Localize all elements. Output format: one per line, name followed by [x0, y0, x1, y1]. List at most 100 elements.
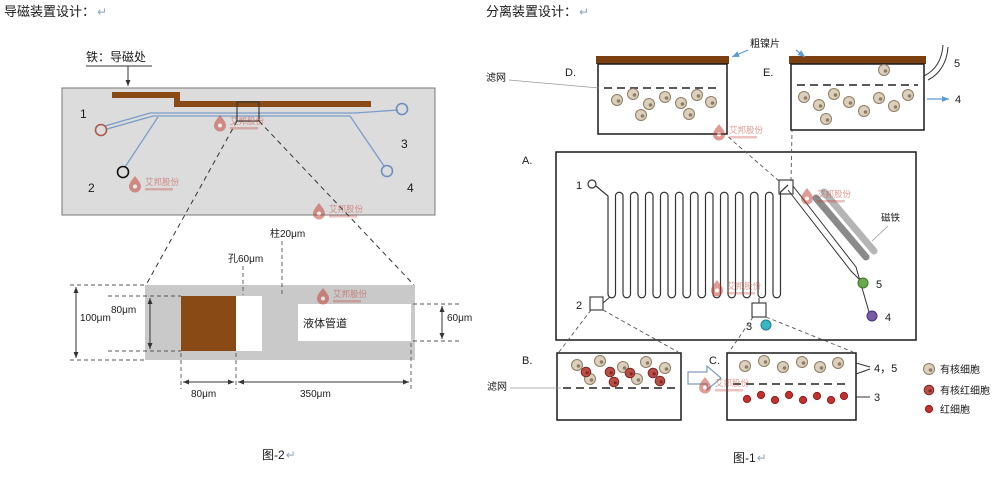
- nucleated-cell-icon: [902, 89, 914, 101]
- liquid-channel-label: 液体管道: [303, 316, 347, 330]
- zoom-link-to-c-right: [765, 316, 854, 353]
- paragraph-mark: ↵: [97, 5, 107, 19]
- separation-channel-2: [792, 185, 870, 313]
- outlet-5-dot: [857, 277, 869, 289]
- outflow-curve-1: [923, 44, 944, 77]
- port-1-circle: [94, 123, 108, 137]
- nucleated-cell-icon: [611, 94, 623, 106]
- watermark-flame-icon: [711, 280, 723, 297]
- watermark-subline: [817, 200, 845, 203]
- nickel-label: 粗镍片: [750, 37, 780, 50]
- watermark-flame-dot: [717, 132, 721, 137]
- nickel-arrow-left: [731, 49, 749, 58]
- watermark: 艾邦股份: [214, 115, 265, 132]
- nucleated-cell-icon: [643, 98, 655, 110]
- legend-nucleated-cell-icon: [923, 363, 935, 375]
- panel-c: C. 4，5 3: [709, 352, 897, 421]
- nucleated-cell-icon: [683, 108, 695, 120]
- panel-d-label: D.: [565, 67, 576, 79]
- port-4-circle: [380, 164, 394, 178]
- iron-label: 铁：导磁处: [86, 49, 146, 64]
- watermark: 艾邦股份: [317, 288, 368, 305]
- rbc-icon: [826, 395, 836, 405]
- cross-section: 液体管道: [145, 285, 415, 360]
- panel-e-label: E.: [763, 67, 773, 79]
- outlet-3-dot: [760, 319, 772, 331]
- nucleated-cell-icon: [635, 109, 647, 121]
- watermark-subline: [729, 136, 757, 139]
- legend-nucleated-label: 有核细胞: [940, 363, 980, 376]
- zoom-leader-left: [145, 120, 238, 286]
- outflow-curve-2: [927, 46, 949, 81]
- port-1: 1: [80, 107, 108, 137]
- channel-line-upper: [104, 109, 399, 127]
- port-2: 2: [88, 165, 130, 195]
- watermark-subline: [329, 215, 357, 218]
- watermark-text: 艾邦股份: [333, 289, 368, 299]
- nucleated-cell-icon: [873, 92, 885, 104]
- channel-line-lower: [106, 115, 385, 167]
- nickel-arrow-right: [795, 49, 806, 58]
- legend: 有核细胞 有核红细胞 红细胞: [923, 363, 990, 416]
- right-title: 分离装置设计：↵: [486, 4, 589, 19]
- out-45-line-1: [855, 362, 871, 368]
- nucleated-cell-icon: [659, 362, 671, 374]
- serpentine-channel: [595, 184, 789, 299]
- rbc-icon: [812, 391, 822, 401]
- figure1-caption-text: 图-1: [733, 451, 756, 465]
- nucleated-cell-icon: [675, 97, 687, 109]
- watermark-text: 艾邦股份: [727, 281, 762, 291]
- dim-100um-label: 100μm: [80, 313, 111, 324]
- port-2-label: 2: [88, 181, 95, 195]
- port-4-label: 4: [407, 181, 414, 195]
- paragraph-mark: ↵: [757, 451, 767, 465]
- inlet-2-marker: [589, 296, 604, 311]
- cross-section-channel: [298, 304, 411, 341]
- zoom-link-to-c-left: [728, 316, 754, 353]
- zoom-leader-right: [258, 120, 415, 286]
- watermark-flame-icon: [313, 203, 325, 220]
- watermark-flame-dot: [321, 296, 325, 301]
- watermark: 艾邦股份: [313, 203, 364, 220]
- nucleated-cell-icon: [858, 105, 870, 117]
- dimension-60um: 60μm: [413, 303, 472, 342]
- panel-a: A. 1 2 3 磁铁 5 4: [522, 130, 917, 341]
- inlet-1-label: 1: [576, 180, 582, 192]
- dimension-100um: 100μm: [70, 284, 146, 361]
- separator-marker: [778, 179, 794, 195]
- nucleated-rbc-icon: [604, 366, 616, 378]
- watermark-text: 艾邦股份: [329, 204, 364, 214]
- watermarks: 艾邦股份 艾邦股份 艾邦股份 艾邦股份 艾邦股份: [129, 115, 852, 394]
- figure2-caption-text: 图-2: [262, 448, 285, 462]
- nickel-annotation: 粗镍片: [731, 37, 806, 58]
- nickel-sheet-e: [789, 56, 926, 64]
- filter-label-top: 滤网: [486, 71, 506, 84]
- watermark-subline: [715, 389, 743, 392]
- zoom-link-to-b-left: [558, 309, 592, 353]
- magnet-bar-1: [812, 194, 870, 261]
- paragraph-mark: ↵: [286, 448, 296, 462]
- watermark-flame-icon: [713, 124, 725, 141]
- right-title-text: 分离装置设计：: [486, 4, 577, 19]
- port-3: 3: [395, 102, 409, 151]
- zoom-leader-lines: [145, 120, 415, 286]
- left-figure: 导磁装置设计：↵ 铁：导磁处 1 2 3 4: [4, 4, 472, 462]
- watermark-text: 艾邦股份: [715, 378, 750, 388]
- filter-label-bottom: 滤网: [487, 380, 507, 393]
- legend-rbc-icon: [924, 404, 934, 414]
- nucleated-cell-icon: [820, 113, 832, 125]
- zoom-link-to-e: [790, 130, 793, 182]
- watermark-flame-icon: [129, 176, 141, 193]
- watermark-flame-dot: [133, 184, 137, 189]
- outlet-5-label: 5: [876, 279, 882, 291]
- out-3-label: 3: [874, 392, 880, 404]
- rbc-icon: [756, 390, 766, 400]
- dim-pillar-label: 柱20μm: [270, 227, 305, 240]
- watermark-subline: [727, 292, 755, 295]
- rbc-icon: [839, 391, 849, 401]
- nucleated-cell-icon: [813, 99, 825, 111]
- figure2-caption: 图-2↵: [262, 448, 296, 462]
- cross-section-iron: [181, 296, 236, 351]
- paragraph-mark: ↵: [579, 5, 589, 19]
